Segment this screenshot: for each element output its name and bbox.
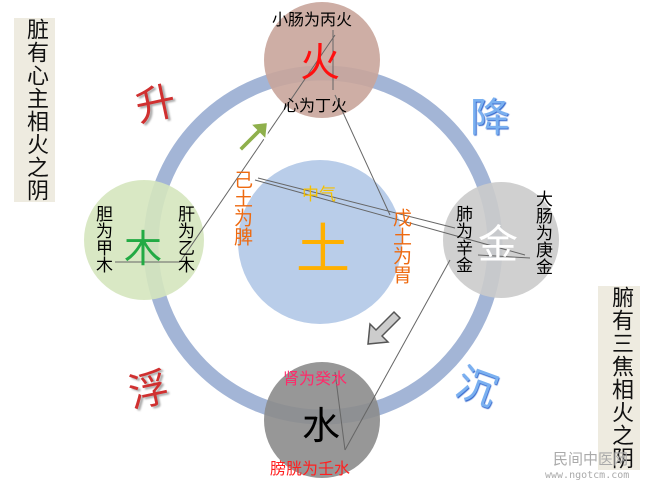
wood-element: 木 [124, 227, 163, 271]
watermark-url: www.ngotcm.com [545, 470, 630, 481]
right-note: 腑有三焦相火之阴 [598, 286, 640, 470]
wood-circle [84, 180, 204, 300]
water-top-label: 肾为癸水 [283, 369, 348, 388]
down-arrow-icon [367, 310, 402, 345]
left-note: 脏有心主相火之阴 [14, 18, 55, 202]
metal-left-label: 肺为辛金 [452, 205, 472, 273]
metal-right-label: 大肠为庚金 [532, 190, 552, 275]
earth-qi-label: 中气 [302, 185, 336, 205]
water-element: 水 [302, 404, 341, 448]
watermark-name: 民间中医网 [553, 450, 629, 468]
wood-left-label: 胆为甲木 [92, 205, 112, 273]
earth-element: 土 [296, 218, 350, 281]
up-arrow-icon [236, 120, 270, 154]
fire-bottom-label: 心为丁火 [283, 96, 348, 115]
fire-element: 火 [300, 40, 340, 86]
metal-circle [443, 182, 559, 298]
wood-right-label: 肝为乙木 [174, 205, 194, 273]
metal-element: 金 [478, 222, 518, 268]
water-bottom-label: 膀胱为壬水 [270, 459, 351, 478]
earth-left-label: 己土为脾 [231, 170, 253, 246]
earth-right-label: 戊土为胃 [390, 208, 412, 284]
earth-circle [238, 160, 402, 324]
water-circle [264, 362, 380, 478]
descend-label: 降 [470, 95, 510, 141]
fire-top-label: 小肠为丙火 [272, 10, 353, 29]
fire-circle [264, 2, 380, 118]
